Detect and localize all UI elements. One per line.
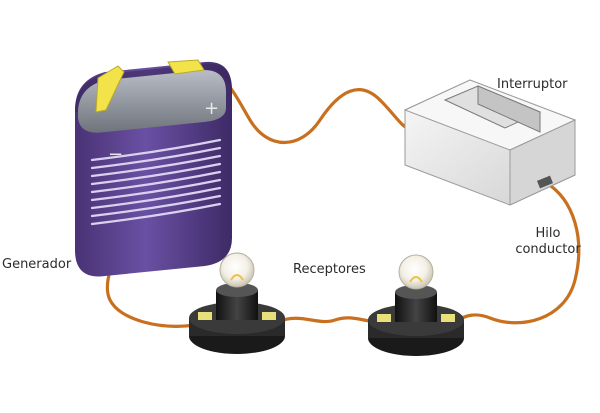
battery-terminal-negative <box>95 65 125 113</box>
label-wire-line1: Hilo <box>535 226 561 241</box>
wire-switch-to-lamp <box>456 180 581 325</box>
label-wire: Hilo conductor <box>508 226 588 258</box>
battery-minus-sign: − <box>108 144 123 165</box>
wire-lamp-to-lamp <box>276 316 377 324</box>
switch-icon <box>403 79 577 206</box>
bulb-icon <box>368 254 464 356</box>
label-receivers: Receptores <box>293 262 366 277</box>
wire-battery-to-switch <box>188 66 412 144</box>
label-generator: Generador <box>2 257 72 272</box>
battery-terminal-positive <box>167 59 205 75</box>
battery-icon: − + <box>75 59 232 277</box>
battery-plus-sign: + <box>204 98 219 119</box>
label-wire-line2: conductor <box>515 242 581 257</box>
label-switch: Interruptor <box>497 77 568 92</box>
battery-stripes <box>90 138 222 226</box>
bulb-icon <box>189 252 285 354</box>
